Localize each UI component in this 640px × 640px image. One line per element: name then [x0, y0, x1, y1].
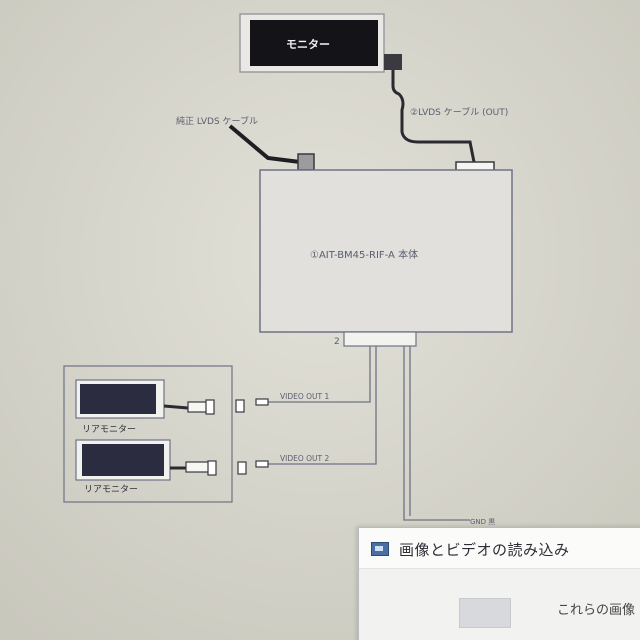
dialog-body-text: これらの画像	[557, 603, 636, 618]
port-number: 2	[334, 337, 340, 347]
video-out-1-plugs	[235, 398, 269, 413]
video-out-1-label: VIDEO OUT 1	[280, 392, 330, 401]
video-out-2-label: VIDEO OUT 2	[280, 454, 330, 463]
video-out-2-wire	[268, 346, 377, 465]
harness-wires	[268, 346, 470, 521]
video-out-1-wire	[268, 346, 371, 403]
harness-connector	[343, 331, 417, 347]
lvds-out-cable-label: ②LVDS ケーブル (OUT)	[410, 106, 508, 118]
rear-monitor-1-label: リアモニター	[82, 424, 136, 435]
monitor-connector	[384, 54, 402, 70]
video-out-2-plugs	[237, 460, 269, 475]
rear-monitor-2-label: リアモニター	[84, 484, 138, 495]
genuine-lvds-cable	[228, 124, 301, 164]
rear-monitor-1: リアモニター	[75, 379, 215, 435]
genuine-lvds-connector	[297, 153, 315, 171]
dialog-titlebar[interactable]: 画像とビデオの読み込み	[359, 528, 640, 569]
dialog-thumbnail	[459, 598, 511, 628]
monitor-label: モニター	[286, 38, 330, 51]
main-unit: ①AIT-BM45-RIF-A 本体	[259, 169, 513, 333]
monitor-screen	[250, 20, 378, 66]
gnd-wire	[403, 346, 470, 521]
rear-monitor-2: リアモニター	[75, 439, 217, 495]
image-import-icon	[371, 542, 389, 556]
gnd-label: GND 黒	[470, 518, 495, 526]
import-dialog[interactable]: 画像とビデオの読み込み これらの画像	[358, 527, 640, 640]
dialog-title: 画像とビデオの読み込み	[399, 541, 570, 559]
lvds-out-cable	[391, 70, 476, 163]
rear-monitor-group	[63, 365, 233, 503]
genuine-lvds-cable-label: 純正 LVDS ケーブル	[176, 115, 258, 127]
monitor: モニター	[239, 13, 402, 73]
main-unit-box	[259, 169, 513, 333]
main-unit-label: ①AIT-BM45-RIF-A 本体	[310, 248, 418, 261]
